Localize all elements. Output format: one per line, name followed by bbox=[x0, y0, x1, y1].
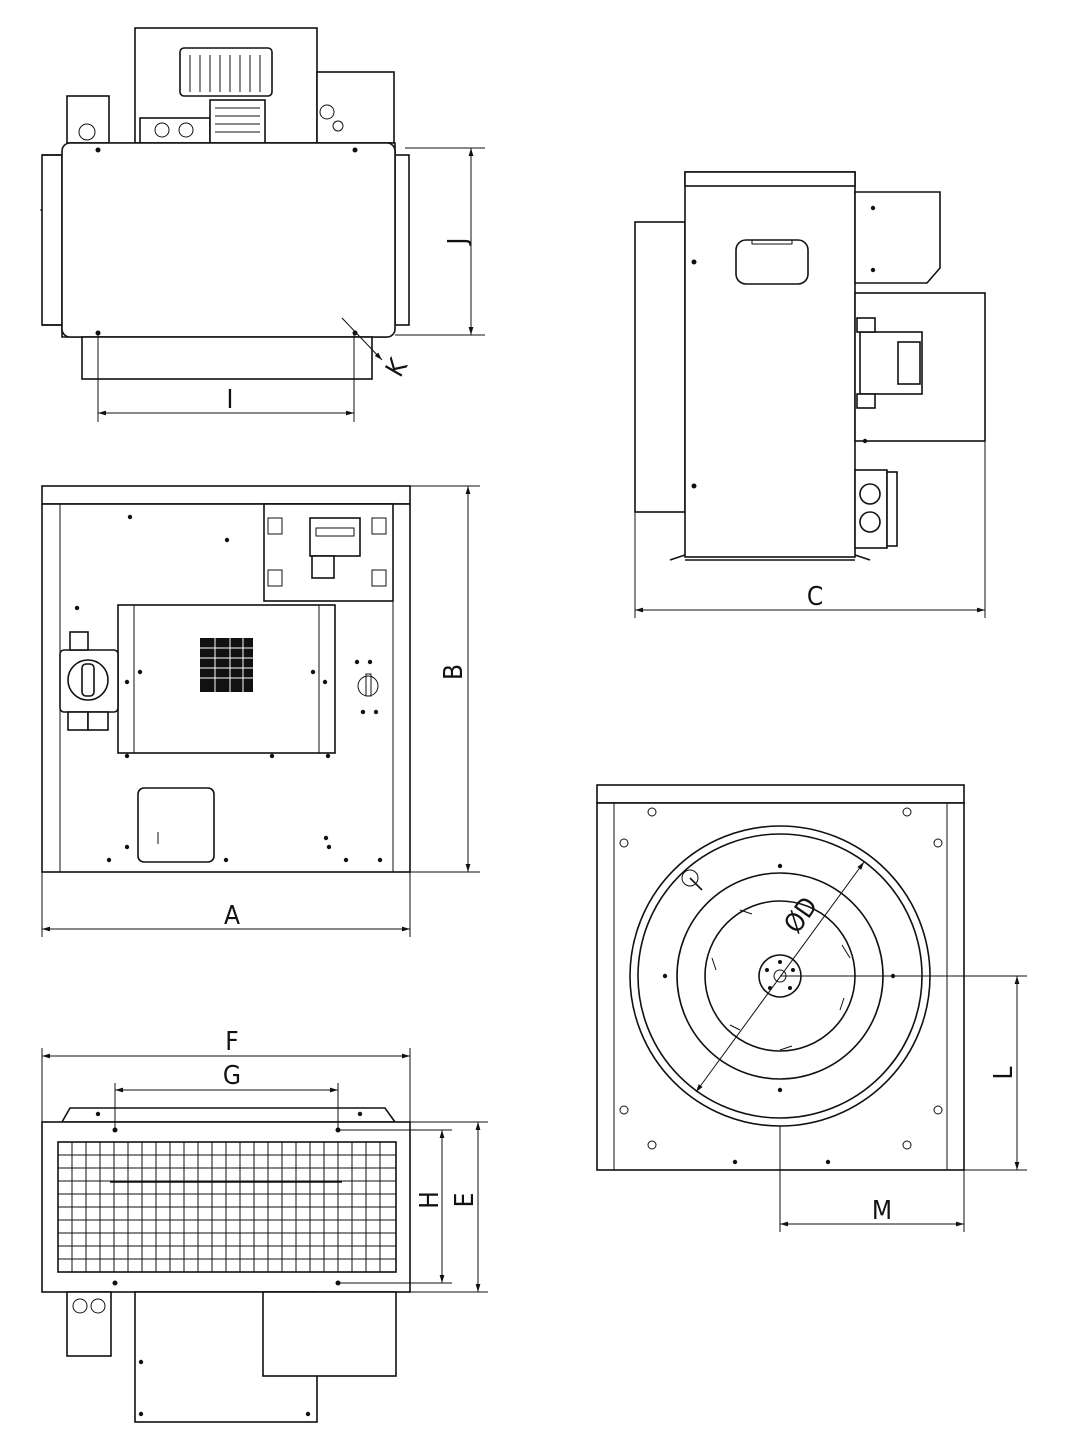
side-view bbox=[634, 171, 986, 561]
dim-label-i: I bbox=[227, 385, 234, 415]
dim-label-a: A bbox=[224, 901, 240, 931]
rear-view bbox=[596, 784, 965, 1171]
top-view bbox=[40, 27, 410, 380]
dim-label-j: J bbox=[443, 238, 473, 247]
dim-label-f: F bbox=[225, 1027, 238, 1057]
dim-label-e: E bbox=[450, 1193, 480, 1208]
dim-label-m: M bbox=[872, 1196, 892, 1226]
dim-label-b: B bbox=[439, 664, 469, 680]
dim-label-k: K bbox=[380, 353, 414, 382]
dim-label-c: C bbox=[807, 582, 823, 612]
bottom-view bbox=[41, 1107, 411, 1423]
dim-label-g: G bbox=[223, 1061, 241, 1091]
front-view bbox=[41, 485, 411, 873]
dim-label-l: L bbox=[989, 1066, 1019, 1079]
dim-label-h: H bbox=[415, 1191, 445, 1209]
